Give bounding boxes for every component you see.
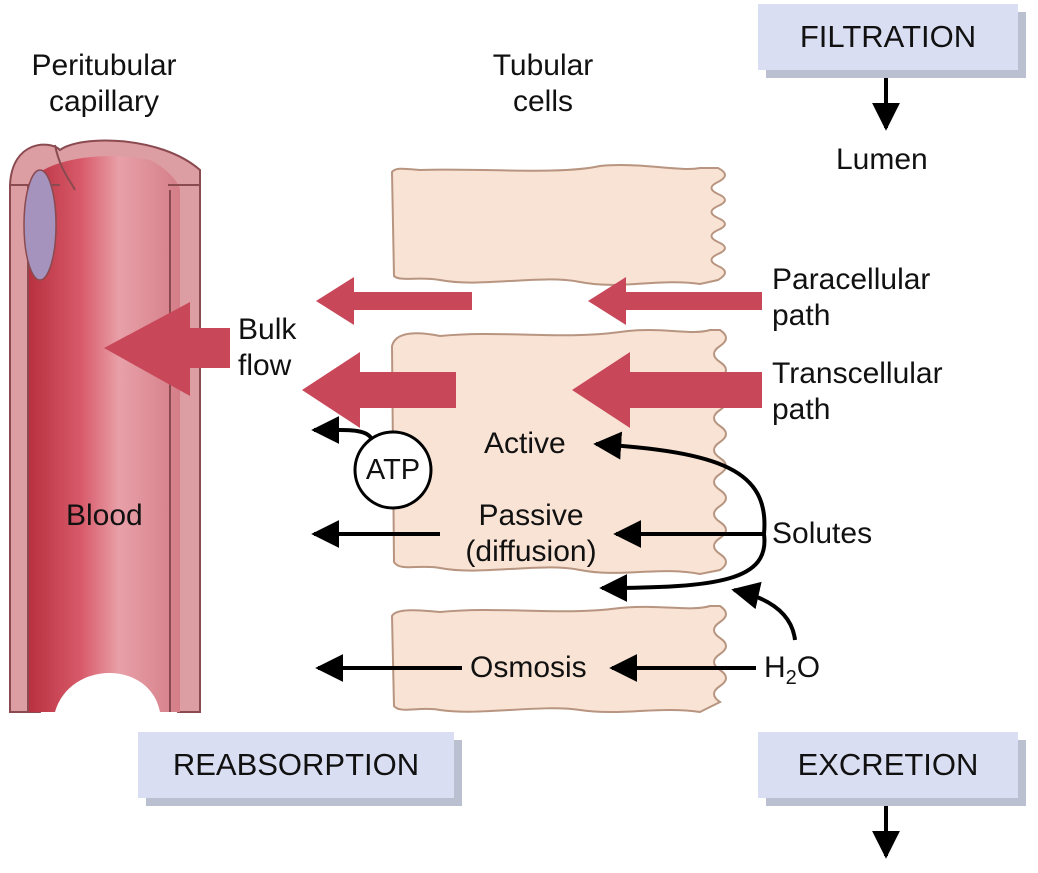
paracellular-arrow-in xyxy=(588,277,762,325)
filtration-box: FILTRATION xyxy=(758,4,1026,78)
blood-label: Blood xyxy=(66,499,143,532)
h2o-curved-arrow xyxy=(731,581,797,641)
filtration-label: FILTRATION xyxy=(758,4,1018,70)
solutes-label: Solutes xyxy=(772,517,873,550)
tubular-cell-top xyxy=(390,164,726,286)
peritubular-capillary-vessel xyxy=(9,139,201,713)
tubular-cell-bottom xyxy=(390,605,727,714)
bulk-flow-label: Bulk flow xyxy=(238,313,297,382)
tubular-cells-label: Tubular cells xyxy=(492,49,594,118)
peritubular-capillary-label: Peritubular capillary xyxy=(31,49,177,118)
active-transport-arrow xyxy=(593,431,767,535)
transcellular-arrow-out xyxy=(302,352,456,428)
paracellular-path-label: Paracellular path xyxy=(772,263,931,332)
atp-circle xyxy=(353,430,433,510)
osmosis-label: Osmosis xyxy=(470,651,587,684)
reabsorption-label: REABSORPTION xyxy=(138,732,454,798)
active-label: Active xyxy=(484,427,566,460)
excretion-label: EXCRETION xyxy=(758,732,1018,798)
transcellular-arrow-in xyxy=(572,352,762,428)
lumen-label: Lumen xyxy=(836,143,928,176)
transcellular-path-label: Transcellular path xyxy=(772,357,943,426)
reabsorption-box: REABSORPTION xyxy=(138,732,462,806)
atp-label: ATP xyxy=(365,454,421,486)
atp-arrow xyxy=(311,415,374,444)
passive-diffusion-label: Passive (diffusion) xyxy=(465,499,597,568)
h2o-label: H2O xyxy=(764,651,821,689)
loop-arrow-lower xyxy=(599,533,767,602)
paracellular-arrow-out xyxy=(316,277,472,325)
excretion-box: EXCRETION xyxy=(758,732,1026,806)
bulk-flow-arrow xyxy=(104,302,230,396)
